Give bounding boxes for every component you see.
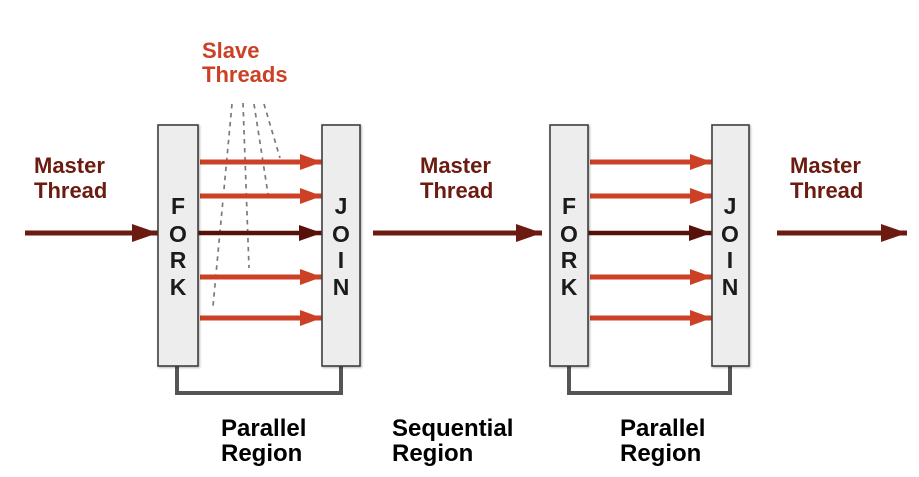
join-letter: N	[722, 274, 739, 300]
fork-letter: F	[171, 193, 185, 219]
master-thread-line2: Thread	[34, 178, 107, 203]
slave-threads-label: Slave Threads	[202, 38, 288, 87]
master-thread-line1: Master	[34, 153, 105, 178]
parallel-region-label-1: Parallel Region	[221, 415, 306, 467]
join-letter: J	[724, 193, 737, 219]
parallel-region-label-2: Parallel Region	[620, 415, 705, 467]
fork-bar-rect	[157, 124, 199, 367]
fork-letter: R	[170, 247, 187, 273]
fork-letter: F	[562, 193, 576, 219]
region-line1: Parallel	[221, 415, 306, 442]
join-letter: O	[332, 221, 350, 247]
parallel-region-bracket-2	[567, 366, 732, 395]
slave-pointer-dashed-line	[212, 103, 233, 307]
join-letter: I	[727, 247, 733, 273]
join-letter: O	[721, 221, 739, 247]
slave-pointer-lines	[212, 102, 281, 307]
region-line1: Parallel	[620, 415, 705, 442]
region-line2: Region	[620, 440, 701, 467]
parallel-region-bracket-1	[175, 366, 343, 395]
master-thread-line1: Master	[420, 153, 491, 178]
join-bar-1: J O I N	[321, 124, 361, 367]
fork-letter: O	[560, 221, 578, 247]
fork-letter: K	[561, 274, 578, 300]
fork-letter: O	[169, 221, 187, 247]
slave-pointer-dashed-line	[263, 103, 281, 159]
master-thread-line2: Thread	[420, 178, 493, 203]
master-thread-label-middle: Master Thread	[420, 153, 493, 203]
fork-letter: K	[170, 274, 187, 300]
fork-bar-2: F O R K	[549, 124, 589, 367]
parallel-region-1-threads	[198, 154, 322, 326]
join-bar-rect	[321, 124, 361, 367]
region-line2: Region	[221, 440, 302, 467]
join-letter: I	[338, 247, 344, 273]
region-line2: Region	[392, 440, 473, 467]
master-thread-label-left: Master Thread	[34, 153, 107, 203]
fork-letter: R	[561, 247, 578, 273]
slave-pointer-dashed-line	[253, 103, 269, 195]
slave-threads-line1: Slave	[202, 38, 260, 63]
join-letter: N	[333, 274, 350, 300]
sequential-region-label: Sequential Region	[392, 415, 513, 467]
join-bar-rect	[711, 124, 750, 367]
slave-threads-line2: Threads	[202, 62, 288, 87]
fork-bar-rect	[549, 124, 589, 367]
master-thread-line1: Master	[790, 153, 861, 178]
join-letter: J	[335, 193, 348, 219]
join-bar-2: J O I N	[711, 124, 750, 367]
slave-pointer-dashed-line	[242, 102, 250, 269]
parallel-region-2-threads	[588, 154, 712, 326]
master-thread-line2: Thread	[790, 178, 863, 203]
master-thread-label-right: Master Thread	[790, 153, 863, 203]
fork-bar-1: F O R K	[157, 124, 199, 367]
region-line1: Sequential	[392, 415, 513, 442]
